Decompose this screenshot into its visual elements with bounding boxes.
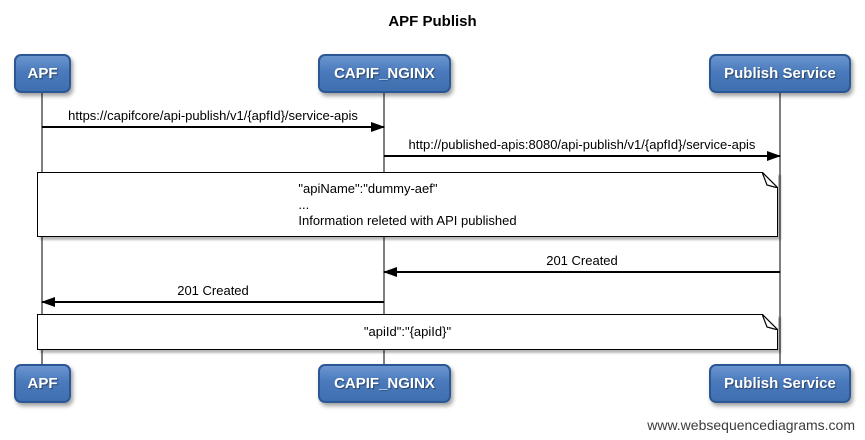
lifeline-publish-service (779, 92, 781, 366)
message-label: https://capifcore/api-publish/v1/{apfId}… (68, 108, 358, 123)
note-fold-icon (762, 172, 778, 188)
note-text-block: "apiId":"{apiId}" (363, 324, 452, 339)
actor-label: Publish Service (724, 65, 836, 82)
message-arrow-line (41, 297, 384, 307)
note-text-block: "apiName":"dummy-aef" ... Information re… (298, 181, 516, 229)
actor-label: CAPIF_NGINX (334, 375, 435, 392)
actor-capif-nginx-top: CAPIF_NGINX (318, 54, 451, 93)
message-label: 201 Created (546, 253, 618, 268)
note-line: ... (298, 196, 310, 212)
actor-apf-top: APF (14, 54, 71, 93)
websequencediagrams-watermark: www.websequencediagrams.com (647, 417, 855, 433)
actor-capif-nginx-bottom: CAPIF_NGINX (318, 364, 451, 403)
note-fold-icon (762, 314, 778, 330)
arrowhead-left-icon (383, 267, 397, 277)
arrowhead-right-icon (371, 122, 385, 132)
actor-publish-service-top: Publish Service (709, 54, 851, 93)
message-arrow-line (384, 151, 781, 161)
note-line: Information releted with API published (298, 212, 517, 228)
actor-publish-service-bottom: Publish Service (709, 364, 851, 403)
message-arrow-line (383, 267, 780, 277)
note-api-id: "apiId":"{apiId}" (37, 314, 778, 350)
message-201-created-from-publish-service: 201 Created (383, 253, 780, 277)
actor-apf-bottom: APF (14, 364, 71, 403)
message-publish-request: https://capifcore/api-publish/v1/{apfId}… (42, 108, 385, 132)
message-forward-request: http://published-apis:8080/api-publish/v… (384, 137, 781, 161)
message-label: 201 Created (177, 283, 249, 298)
diagram-title: APF Publish (388, 13, 477, 30)
actor-label: Publish Service (724, 375, 836, 392)
note-line: "apiName":"dummy-aef" (298, 180, 438, 196)
actor-label: APF (27, 375, 58, 392)
note-api-information: "apiName":"dummy-aef" ... Information re… (37, 172, 778, 237)
actor-label: APF (27, 65, 58, 82)
message-label: http://published-apis:8080/api-publish/v… (408, 137, 756, 152)
message-201-created-to-apf: 201 Created (41, 283, 384, 307)
message-arrow-line (42, 122, 385, 132)
arrowhead-left-icon (41, 297, 55, 307)
arrowhead-right-icon (767, 151, 781, 161)
actor-label: CAPIF_NGINX (334, 65, 435, 82)
